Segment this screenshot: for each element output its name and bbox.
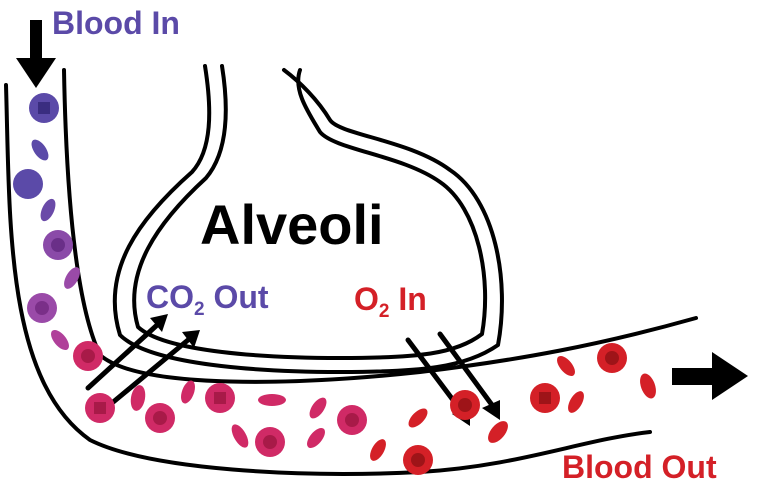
cell-edge (408, 408, 428, 428)
cell (403, 445, 433, 475)
cell-edge (31, 139, 49, 161)
co2-base: CO (146, 279, 194, 315)
cell-edge (40, 198, 56, 222)
cell (27, 293, 57, 323)
o2-base: O (354, 281, 379, 317)
cell (450, 390, 480, 420)
vessel-wall-outer (4, 83, 652, 476)
cell-edge (258, 394, 286, 406)
cell (43, 230, 73, 260)
cell-edge (488, 421, 508, 443)
cell (255, 427, 285, 457)
cell (205, 383, 235, 413)
cell-edge (51, 330, 69, 350)
blood-in-label: Blood In (52, 5, 180, 41)
blood-cells (13, 93, 656, 475)
cell (73, 341, 103, 371)
o2-suffix: In (389, 281, 426, 317)
cell (530, 383, 560, 413)
cell-edge (557, 356, 575, 376)
cell (597, 343, 627, 373)
alveoli-label: Alveoli (200, 193, 384, 256)
blood-in-arrow (16, 20, 56, 88)
cell-edge (231, 424, 249, 448)
alveolus-wall-outer (112, 64, 504, 374)
cell-edge (307, 428, 325, 448)
o2-arrow-2 (437, 331, 495, 408)
cell-edge (181, 380, 195, 404)
blood-out-label: Blood Out (562, 449, 717, 485)
co2-out-label: CO2 Out (146, 279, 269, 320)
cell (337, 405, 367, 435)
vessel-wall-inner (62, 68, 698, 384)
co2-suffix: Out (205, 279, 269, 315)
alveolus-sac (112, 64, 504, 374)
cell (13, 169, 43, 199)
cell-edge (64, 267, 80, 289)
co2-arrow-2 (103, 337, 191, 411)
cell-edge (568, 391, 584, 413)
cell-edge (640, 373, 656, 399)
co2-out-arrows (85, 314, 200, 411)
o2-subscript: 2 (379, 301, 390, 322)
co2-subscript: 2 (194, 299, 205, 320)
cell (85, 393, 115, 423)
alveolus-wall-inner (132, 64, 488, 360)
cell (29, 93, 59, 123)
co2-arrow-1 (85, 323, 159, 391)
cell-edge (130, 385, 146, 411)
blood-vessel (4, 68, 698, 476)
blood-out-arrow (672, 352, 748, 400)
cell-edge (370, 439, 386, 461)
cell-edge (309, 397, 327, 419)
o2-in-label: O2 In (354, 281, 427, 322)
cell (145, 403, 175, 433)
